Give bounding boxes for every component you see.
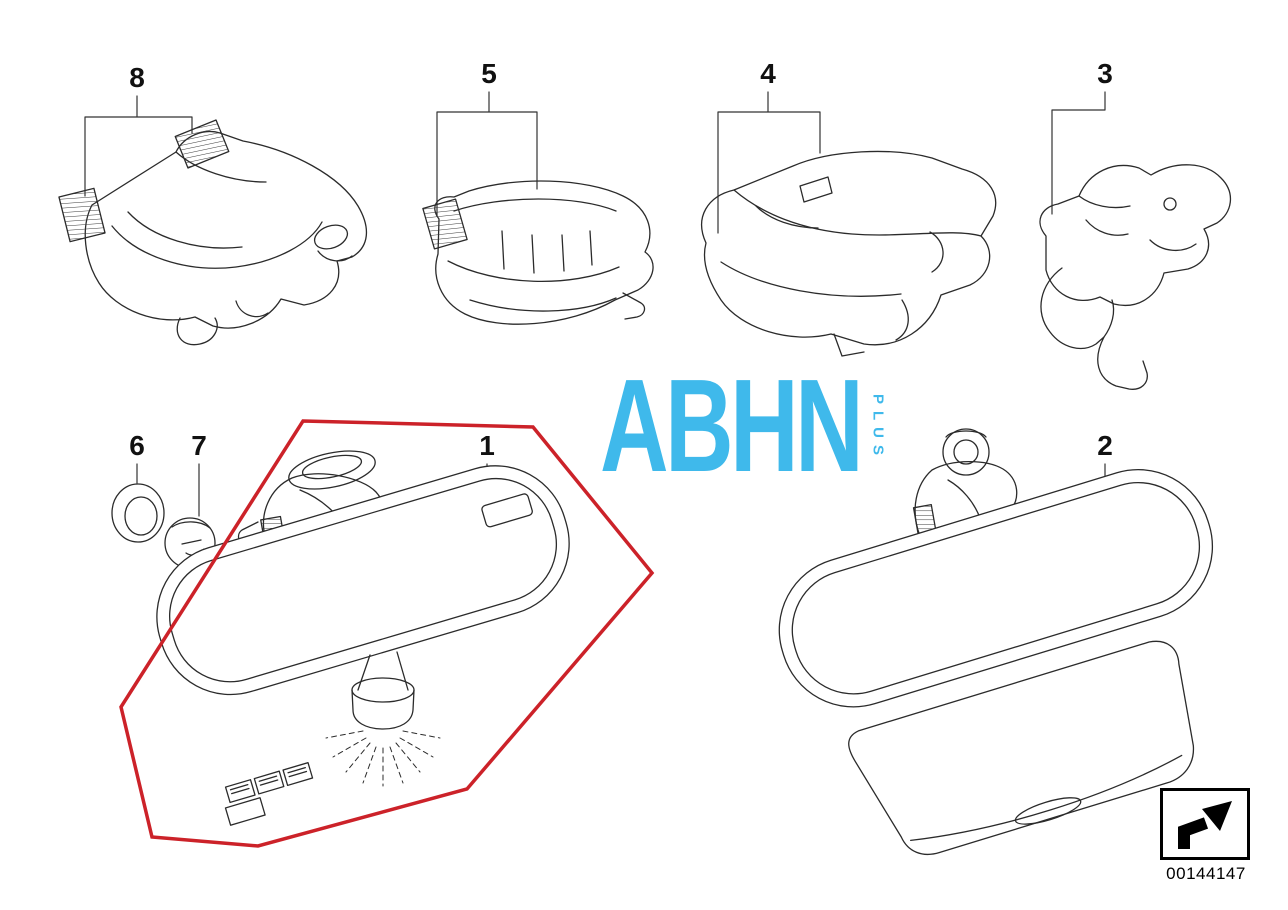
- callout-label-6: 6: [129, 430, 145, 461]
- diagram-number: 00144147: [1166, 864, 1246, 883]
- callout-label-7: 7: [191, 430, 207, 461]
- part-2-mirror: [778, 468, 1214, 708]
- leader-8: [84, 95, 193, 197]
- light-rays: [325, 730, 441, 787]
- part-5-drawing: [422, 180, 654, 325]
- grille-hatch: [174, 119, 230, 169]
- part-1-sensor: [325, 651, 441, 787]
- leader-5: [436, 91, 538, 217]
- grille-hatch: [422, 198, 468, 250]
- part-3-drawing: [1039, 164, 1231, 390]
- sensor-window: [481, 493, 533, 528]
- grille-hatch: [58, 187, 106, 243]
- part-6-drawing: [111, 483, 165, 543]
- part-4-drawing: [701, 150, 997, 357]
- callout-leader-lines: [84, 91, 1106, 517]
- part-1-mirror: [156, 465, 570, 696]
- direction-arrow-icon: [1178, 801, 1232, 849]
- sensor-puck: [351, 677, 415, 703]
- part-1-drawing: [156, 450, 570, 826]
- part-2-housing: [848, 640, 1194, 856]
- leader-4: [717, 91, 821, 234]
- callout-label-2: 2: [1097, 430, 1113, 461]
- part-1-connectors: [224, 762, 314, 826]
- part-8-drawing: [58, 119, 368, 346]
- leader-3: [1051, 91, 1106, 215]
- diagram-id-block: 00144147: [1160, 788, 1252, 884]
- direction-arrow-box: [1160, 788, 1250, 860]
- callout-label-1: 1: [479, 430, 495, 461]
- callout-label-4: 4: [760, 58, 776, 89]
- callout-label-3: 3: [1097, 58, 1113, 89]
- callout-label-5: 5: [481, 58, 497, 89]
- part-2-drawing: [778, 428, 1214, 856]
- part-1-highlight-outline: [119, 419, 655, 848]
- callout-label-8: 8: [129, 62, 145, 93]
